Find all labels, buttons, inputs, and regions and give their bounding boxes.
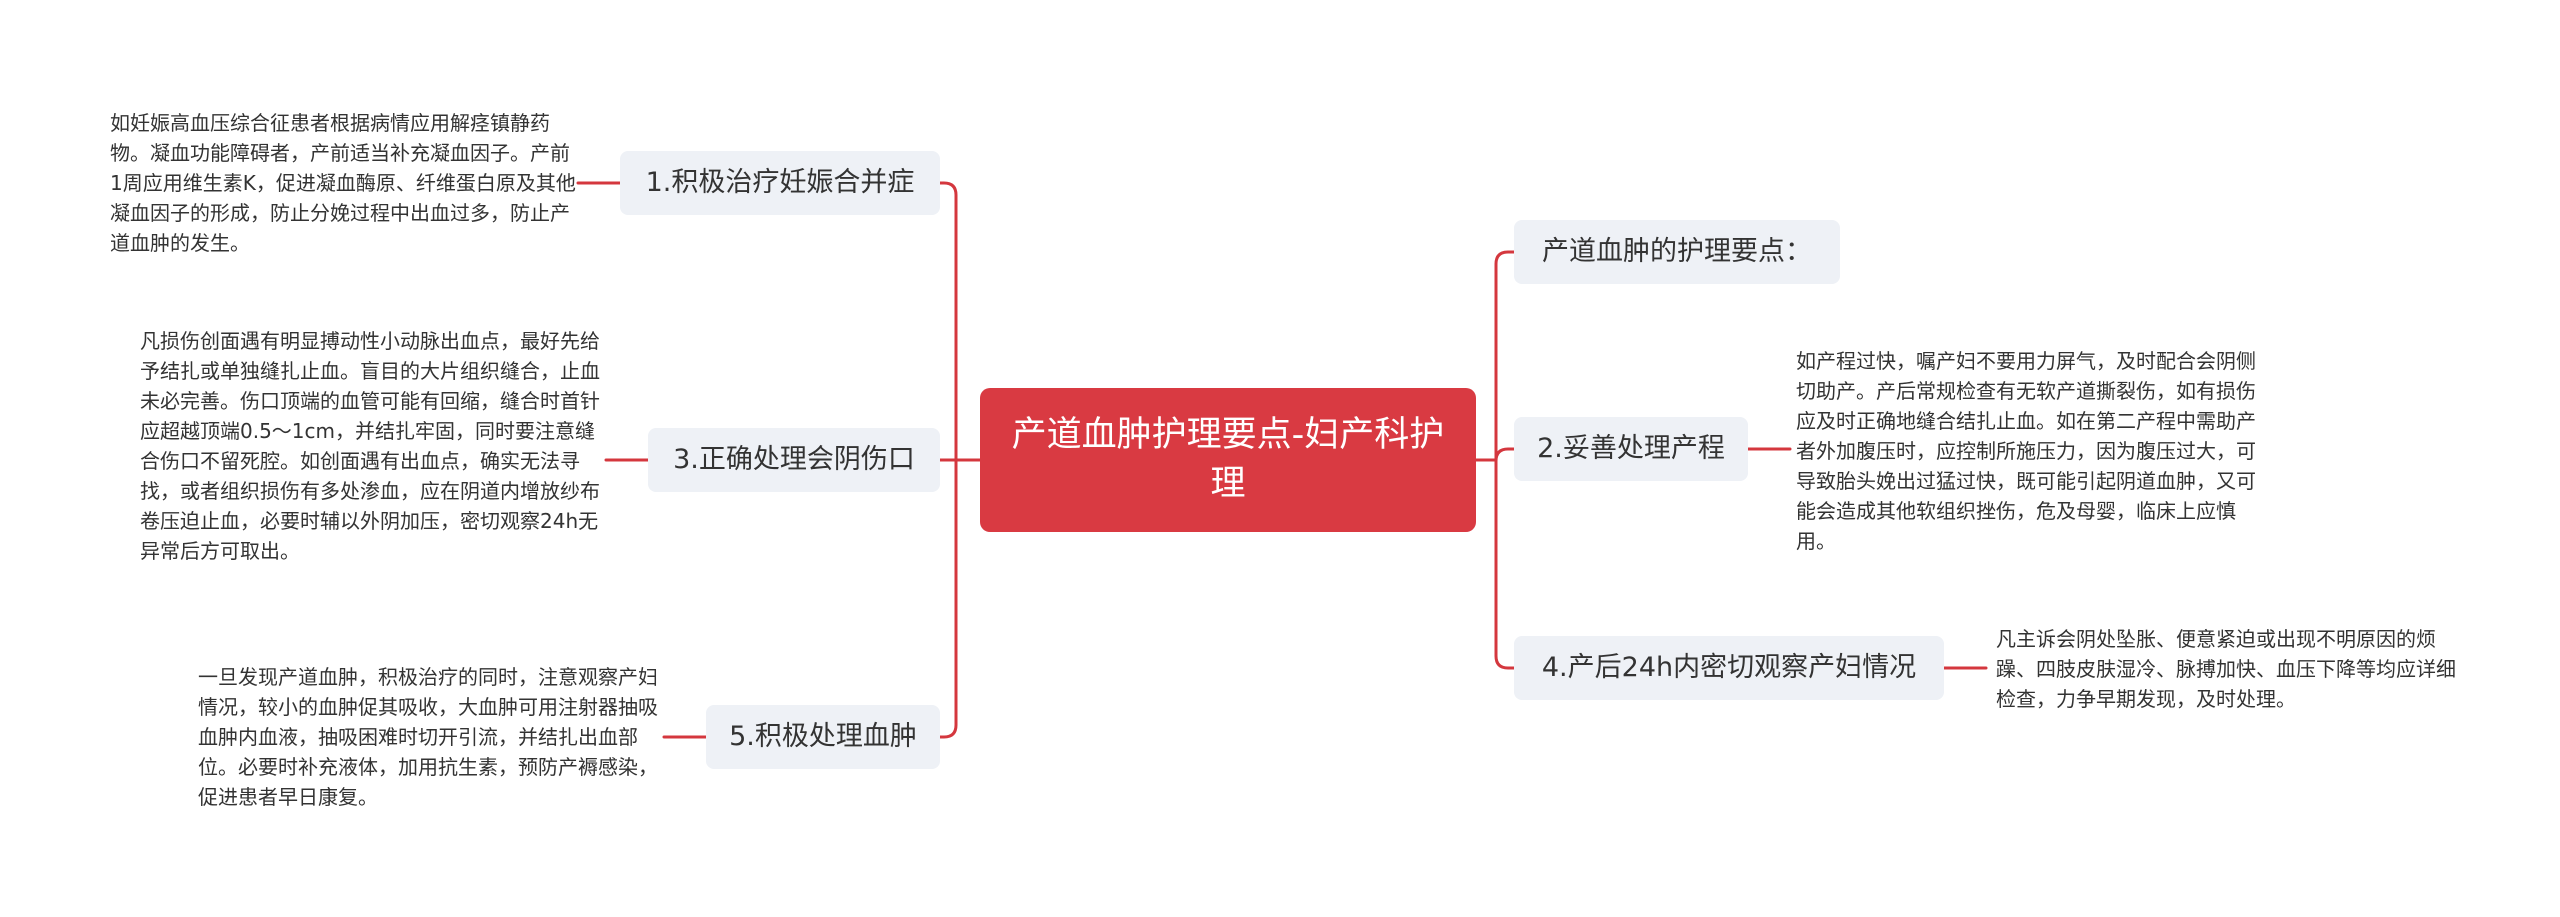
leaf-node-5: 一旦发现产道血肿，积极治疗的同时，注意观察产妇情况，较小的血肿促其吸收，大血肿可… [198, 665, 658, 809]
leaf-node-1: 如妊娠高血压综合征患者根据病情应用解痉镇静药物。凝血功能障碍者，产前适当补充凝血… [110, 111, 576, 255]
leaf-node-4: 凡主诉会阴处坠胀、便意紧迫或出现不明原因的烦躁、四肢皮肤湿冷、脉搏加快、血压下降… [1996, 627, 2456, 711]
branch-node-3[interactable]: 3.正确处理会阴伤口 [648, 428, 940, 492]
branch-node-1-label: 1.积极治疗妊娠合并症 [645, 167, 915, 198]
branch-node-5-label: 5.积极处理血肿 [729, 721, 917, 752]
branch-node-3-label: 3.正确处理会阴伤口 [673, 444, 915, 475]
branch-node-5[interactable]: 5.积极处理血肿 [706, 705, 940, 769]
branch-node-4[interactable]: 4.产后24h内密切观察产妇情况 [1514, 636, 1944, 700]
branch-node-0[interactable]: 产道血肿的护理要点： [1514, 220, 1840, 284]
branch-node-0-label: 产道血肿的护理要点： [1542, 236, 1812, 267]
center-topic-label: 产道血肿护理要点-妇产科护理 [1011, 415, 1445, 504]
connector-left-b5 [938, 458, 958, 739]
leaf-node-3: 凡损伤创面遇有明显搏动性小动脉出血点，最好先给予结扎或单独缝扎止血。盲目的大片组… [140, 329, 600, 563]
connector-left-b1 [938, 181, 958, 462]
center-topic[interactable]: 产道血肿护理要点-妇产科护理 [980, 388, 1476, 532]
connector-right-r0 [1494, 250, 1516, 462]
branch-node-2[interactable]: 2.妥善处理产程 [1514, 417, 1748, 481]
branch-node-4-label: 4.产后24h内密切观察产妇情况 [1541, 652, 1917, 683]
branch-node-1[interactable]: 1.积极治疗妊娠合并症 [620, 151, 940, 215]
connector-right-r4 [1494, 458, 1516, 670]
leaf-node-2: 如产程过快，嘱产妇不要用力屏气，及时配合会阴侧切助产。产后常规检查有无软产道撕裂… [1796, 349, 2256, 553]
connector-right-r2 [1494, 447, 1516, 462]
branch-node-2-label: 2.妥善处理产程 [1537, 433, 1725, 464]
